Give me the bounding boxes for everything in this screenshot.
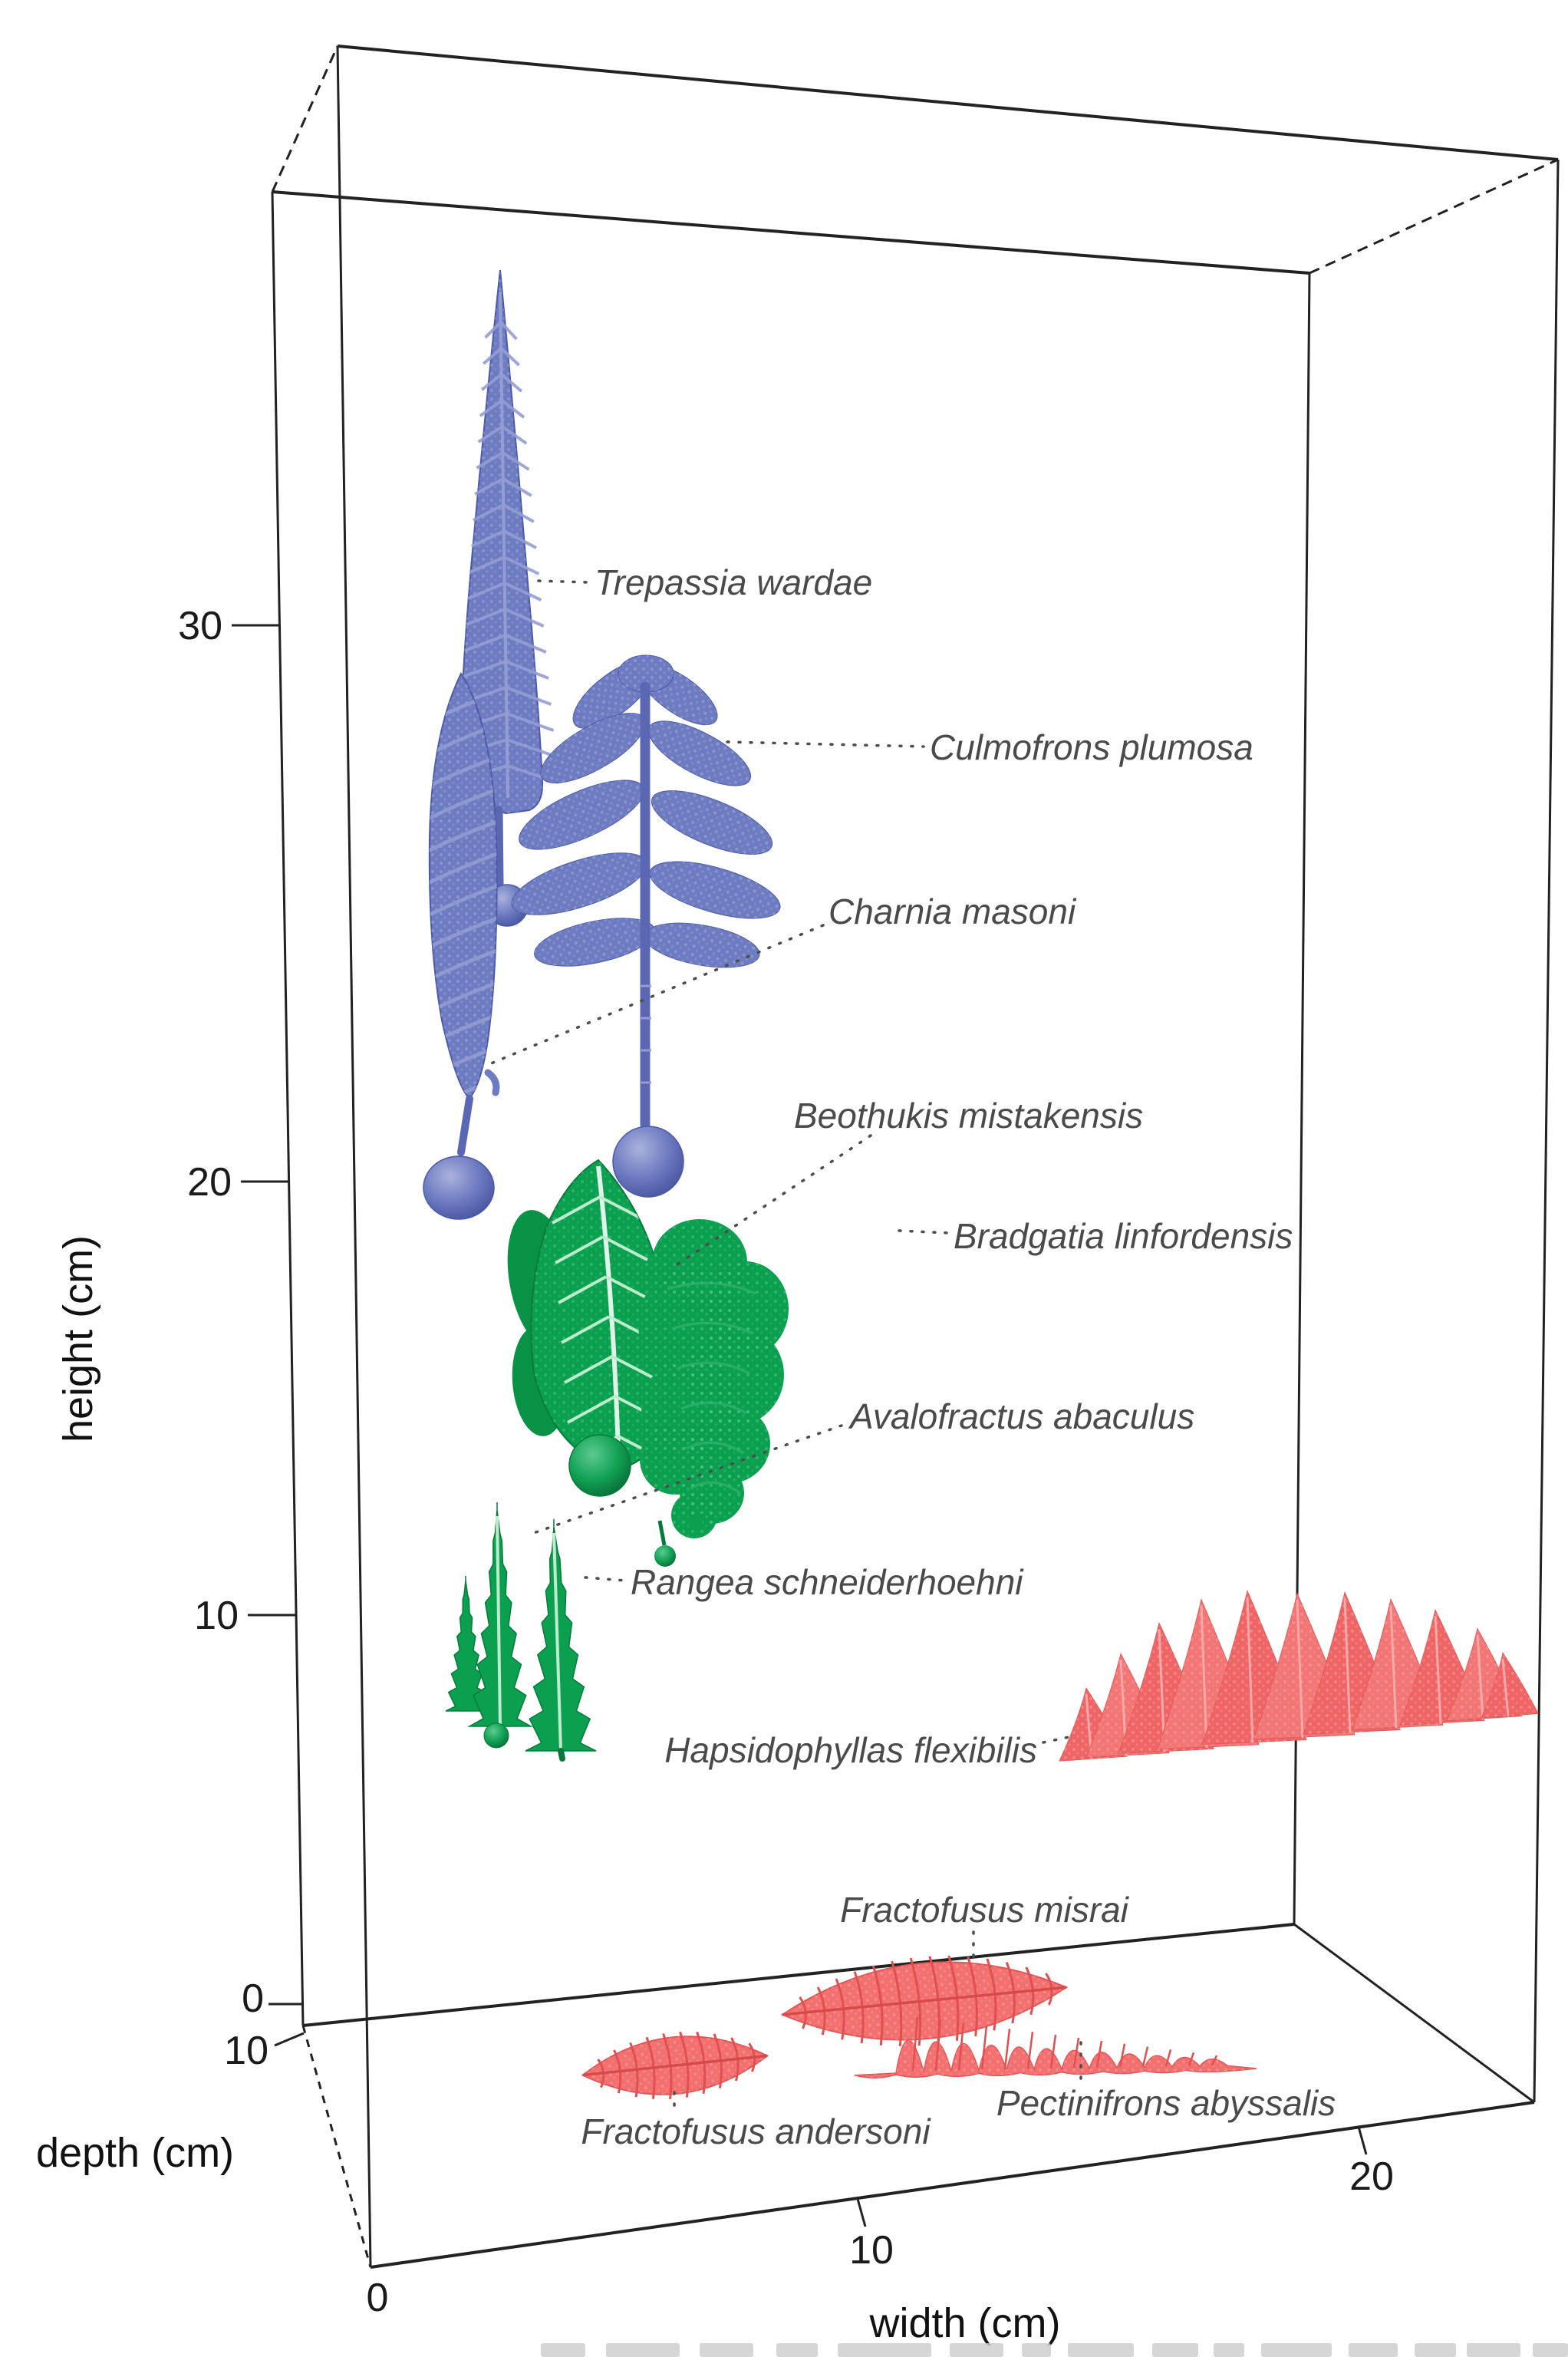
width-axis-title: width (cm) — [868, 2300, 1060, 2346]
organism-trepassia-wardae — [455, 269, 559, 927]
organism-culmofrons-plumosa — [511, 654, 781, 1198]
width-tick-label-20: 20 — [1349, 2154, 1394, 2199]
depth-tick-10 — [274, 2032, 305, 2047]
organism-pectinifrons-abyssalis — [854, 2016, 1257, 2078]
leader-culmofrons — [726, 740, 925, 748]
label-fractofusus-misrai: Fractofusus misrai — [840, 1890, 1130, 1930]
width-tick-label-0: 0 — [367, 2276, 389, 2320]
organism-beothukis-mistakensis — [507, 1159, 676, 1567]
height-tick-label-0: 0 — [242, 1976, 264, 2021]
box-edge-top-right — [1309, 158, 1559, 275]
organism-bradgatia-linfordensis — [638, 1219, 789, 1538]
box-edge-top-left — [271, 45, 339, 193]
leader-avalofractus — [528, 1424, 843, 1536]
box-edge-front-left — [336, 45, 372, 2268]
box-edge-front-right — [1533, 159, 1560, 2103]
width-tick-label-10: 10 — [849, 2228, 894, 2273]
leader-charnia — [484, 924, 825, 1067]
leader-rangea — [584, 1576, 626, 1582]
height-tick-label-20: 20 — [187, 1160, 232, 1205]
leader-beothukis — [674, 1134, 872, 1268]
leader-hapsidophyllas — [1042, 1735, 1074, 1744]
width-tick-20 — [1357, 2126, 1368, 2155]
height-axis-title: height (cm) — [55, 1235, 101, 1442]
label-rangea-schneiderhoehni: Rangea schneiderhoehni — [631, 1562, 1024, 1602]
height-tick-label-10: 10 — [194, 1594, 239, 1638]
height-axis: 30 20 10 0 height (cm) — [55, 604, 301, 2021]
label-beothukis-mistakensis: Beothukis mistakensis — [794, 1096, 1143, 1136]
label-trepassia-wardae: Trepassia wardae — [595, 562, 872, 602]
organism-fractofusus-andersoni — [581, 2031, 769, 2099]
box-edge-back-left — [271, 191, 305, 2026]
box-edge-bottom-right — [1293, 1923, 1535, 2104]
organism-fractofusus-misrai — [780, 1955, 1069, 2047]
leader-bradgatia — [898, 1229, 950, 1235]
height-tick-label-30: 30 — [178, 604, 222, 648]
label-culmofrons-plumosa: Culmofrons plumosa — [930, 727, 1253, 767]
depth-tick-label-10: 10 — [224, 2029, 268, 2073]
box-edge-bottom-front — [370, 2101, 1535, 2269]
depth-axis: 10 depth (cm) — [36, 2029, 305, 2176]
depth-axis-title: depth (cm) — [36, 2130, 234, 2176]
label-avalofractus-abaculus: Avalofractus abaculus — [848, 1396, 1194, 1436]
box-edge-bottom-back — [302, 1923, 1295, 2027]
leader-trepassia — [537, 579, 589, 584]
box-edge-top-front — [337, 45, 1559, 161]
organism-rangea-and-avalofractus — [445, 1502, 597, 1762]
box-edge-top-back — [272, 190, 1310, 275]
leader-lines — [484, 579, 1082, 2114]
label-fractofusus-andersoni: Fractofusus andersoni — [581, 2111, 931, 2151]
label-charnia-masoni: Charnia masoni — [828, 892, 1077, 931]
box-edge-bottom-left-depth — [301, 2025, 372, 2268]
width-axis: 0 10 20 width (cm) — [367, 2126, 1394, 2346]
label-hapsidophyllas-flexibilis: Hapsidophyllas flexibilis — [664, 1730, 1037, 1770]
label-bradgatia-linfordensis: Bradgatia linfordensis — [954, 1216, 1293, 1256]
cropped-watermark — [541, 2343, 1568, 2357]
organism-hapsidophyllas-flexibilis — [1059, 1590, 1539, 1762]
label-pectinifrons-abyssalis: Pectinifrons abyssalis — [996, 2083, 1336, 2123]
species-labels: Trepassia wardae Culmofrons plumosa Char… — [581, 562, 1336, 2151]
width-tick-10 — [856, 2198, 867, 2227]
